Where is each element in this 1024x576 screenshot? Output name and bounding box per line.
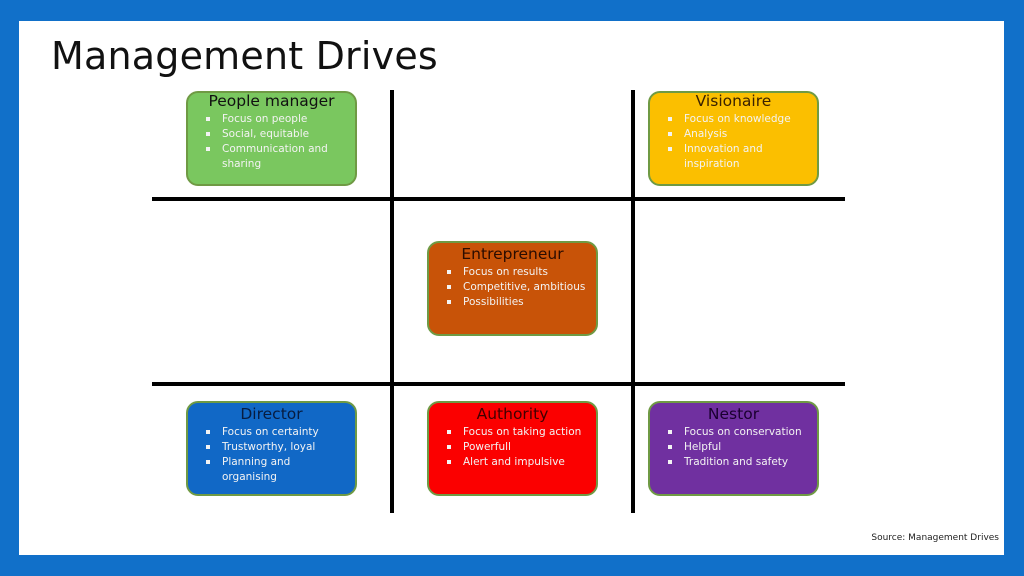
slide-title: Management Drives: [51, 34, 438, 78]
square-bullet-icon: [668, 445, 672, 449]
grid-line-horizontal-bottom: [152, 382, 845, 386]
grid-line-horizontal-top: [152, 197, 845, 201]
trait-item: Focus on certainty: [204, 425, 347, 440]
square-bullet-icon: [668, 117, 672, 121]
trait-item: Focus on results: [445, 265, 588, 280]
square-bullet-icon: [447, 460, 451, 464]
trait-item: Powerfull: [445, 440, 588, 455]
square-bullet-icon: [206, 117, 210, 121]
trait-item: Communication and sharing: [204, 142, 347, 172]
square-bullet-icon: [447, 285, 451, 289]
trait-item: Focus on people: [204, 112, 347, 127]
drive-box-director: Director Focus on certainty Trustworthy,…: [186, 401, 357, 496]
square-bullet-icon: [668, 132, 672, 136]
drive-traits-list: Focus on taking action Powerfull Alert a…: [437, 425, 588, 470]
square-bullet-icon: [447, 270, 451, 274]
drive-traits-list: Focus on results Competitive, ambitious …: [437, 265, 588, 310]
square-bullet-icon: [668, 460, 672, 464]
grid-line-vertical-left: [390, 90, 394, 513]
square-bullet-icon: [206, 445, 210, 449]
trait-item: Competitive, ambitious: [445, 280, 588, 295]
square-bullet-icon: [206, 132, 210, 136]
trait-item: Trustworthy, loyal: [204, 440, 347, 455]
drive-box-people-manager: People manager Focus on people Social, e…: [186, 91, 357, 186]
trait-item: Focus on taking action: [445, 425, 588, 440]
square-bullet-icon: [206, 430, 210, 434]
drive-box-nestor: Nestor Focus on conservation Helpful Tra…: [648, 401, 819, 496]
square-bullet-icon: [447, 300, 451, 304]
square-bullet-icon: [668, 430, 672, 434]
drive-box-visionaire: Visionaire Focus on knowledge Analysis I…: [648, 91, 819, 186]
drive-title: Nestor: [707, 405, 760, 423]
drive-traits-list: Focus on conservation Helpful Tradition …: [658, 425, 809, 470]
square-bullet-icon: [206, 460, 210, 464]
trait-item: Focus on knowledge: [666, 112, 809, 127]
trait-item: Possibilities: [445, 295, 588, 310]
source-caption: Source: Management Drives: [871, 533, 999, 543]
trait-item: Innovation and inspiration: [666, 142, 809, 172]
square-bullet-icon: [668, 147, 672, 151]
drive-title: Authority: [476, 405, 549, 423]
drive-traits-list: Focus on certainty Trustworthy, loyal Pl…: [196, 425, 347, 485]
square-bullet-icon: [447, 445, 451, 449]
drive-title: People manager: [208, 92, 335, 110]
trait-item: Analysis: [666, 127, 809, 142]
drive-box-authority: Authority Focus on taking action Powerfu…: [427, 401, 598, 496]
drive-title: Entrepreneur: [461, 245, 564, 263]
drive-traits-list: Focus on knowledge Analysis Innovation a…: [658, 112, 809, 172]
trait-item: Planning and organising: [204, 455, 347, 485]
grid-line-vertical-right: [631, 90, 635, 513]
drive-box-entrepreneur: Entrepreneur Focus on results Competitiv…: [427, 241, 598, 336]
square-bullet-icon: [447, 430, 451, 434]
drive-traits-list: Focus on people Social, equitable Commun…: [196, 112, 347, 172]
trait-item: Social, equitable: [204, 127, 347, 142]
trait-item: Helpful: [666, 440, 809, 455]
trait-item: Focus on conservation: [666, 425, 809, 440]
square-bullet-icon: [206, 147, 210, 151]
drive-title: Visionaire: [695, 92, 772, 110]
trait-item: Alert and impulsive: [445, 455, 588, 470]
trait-item: Tradition and safety: [666, 455, 809, 470]
drive-title: Director: [240, 405, 303, 423]
